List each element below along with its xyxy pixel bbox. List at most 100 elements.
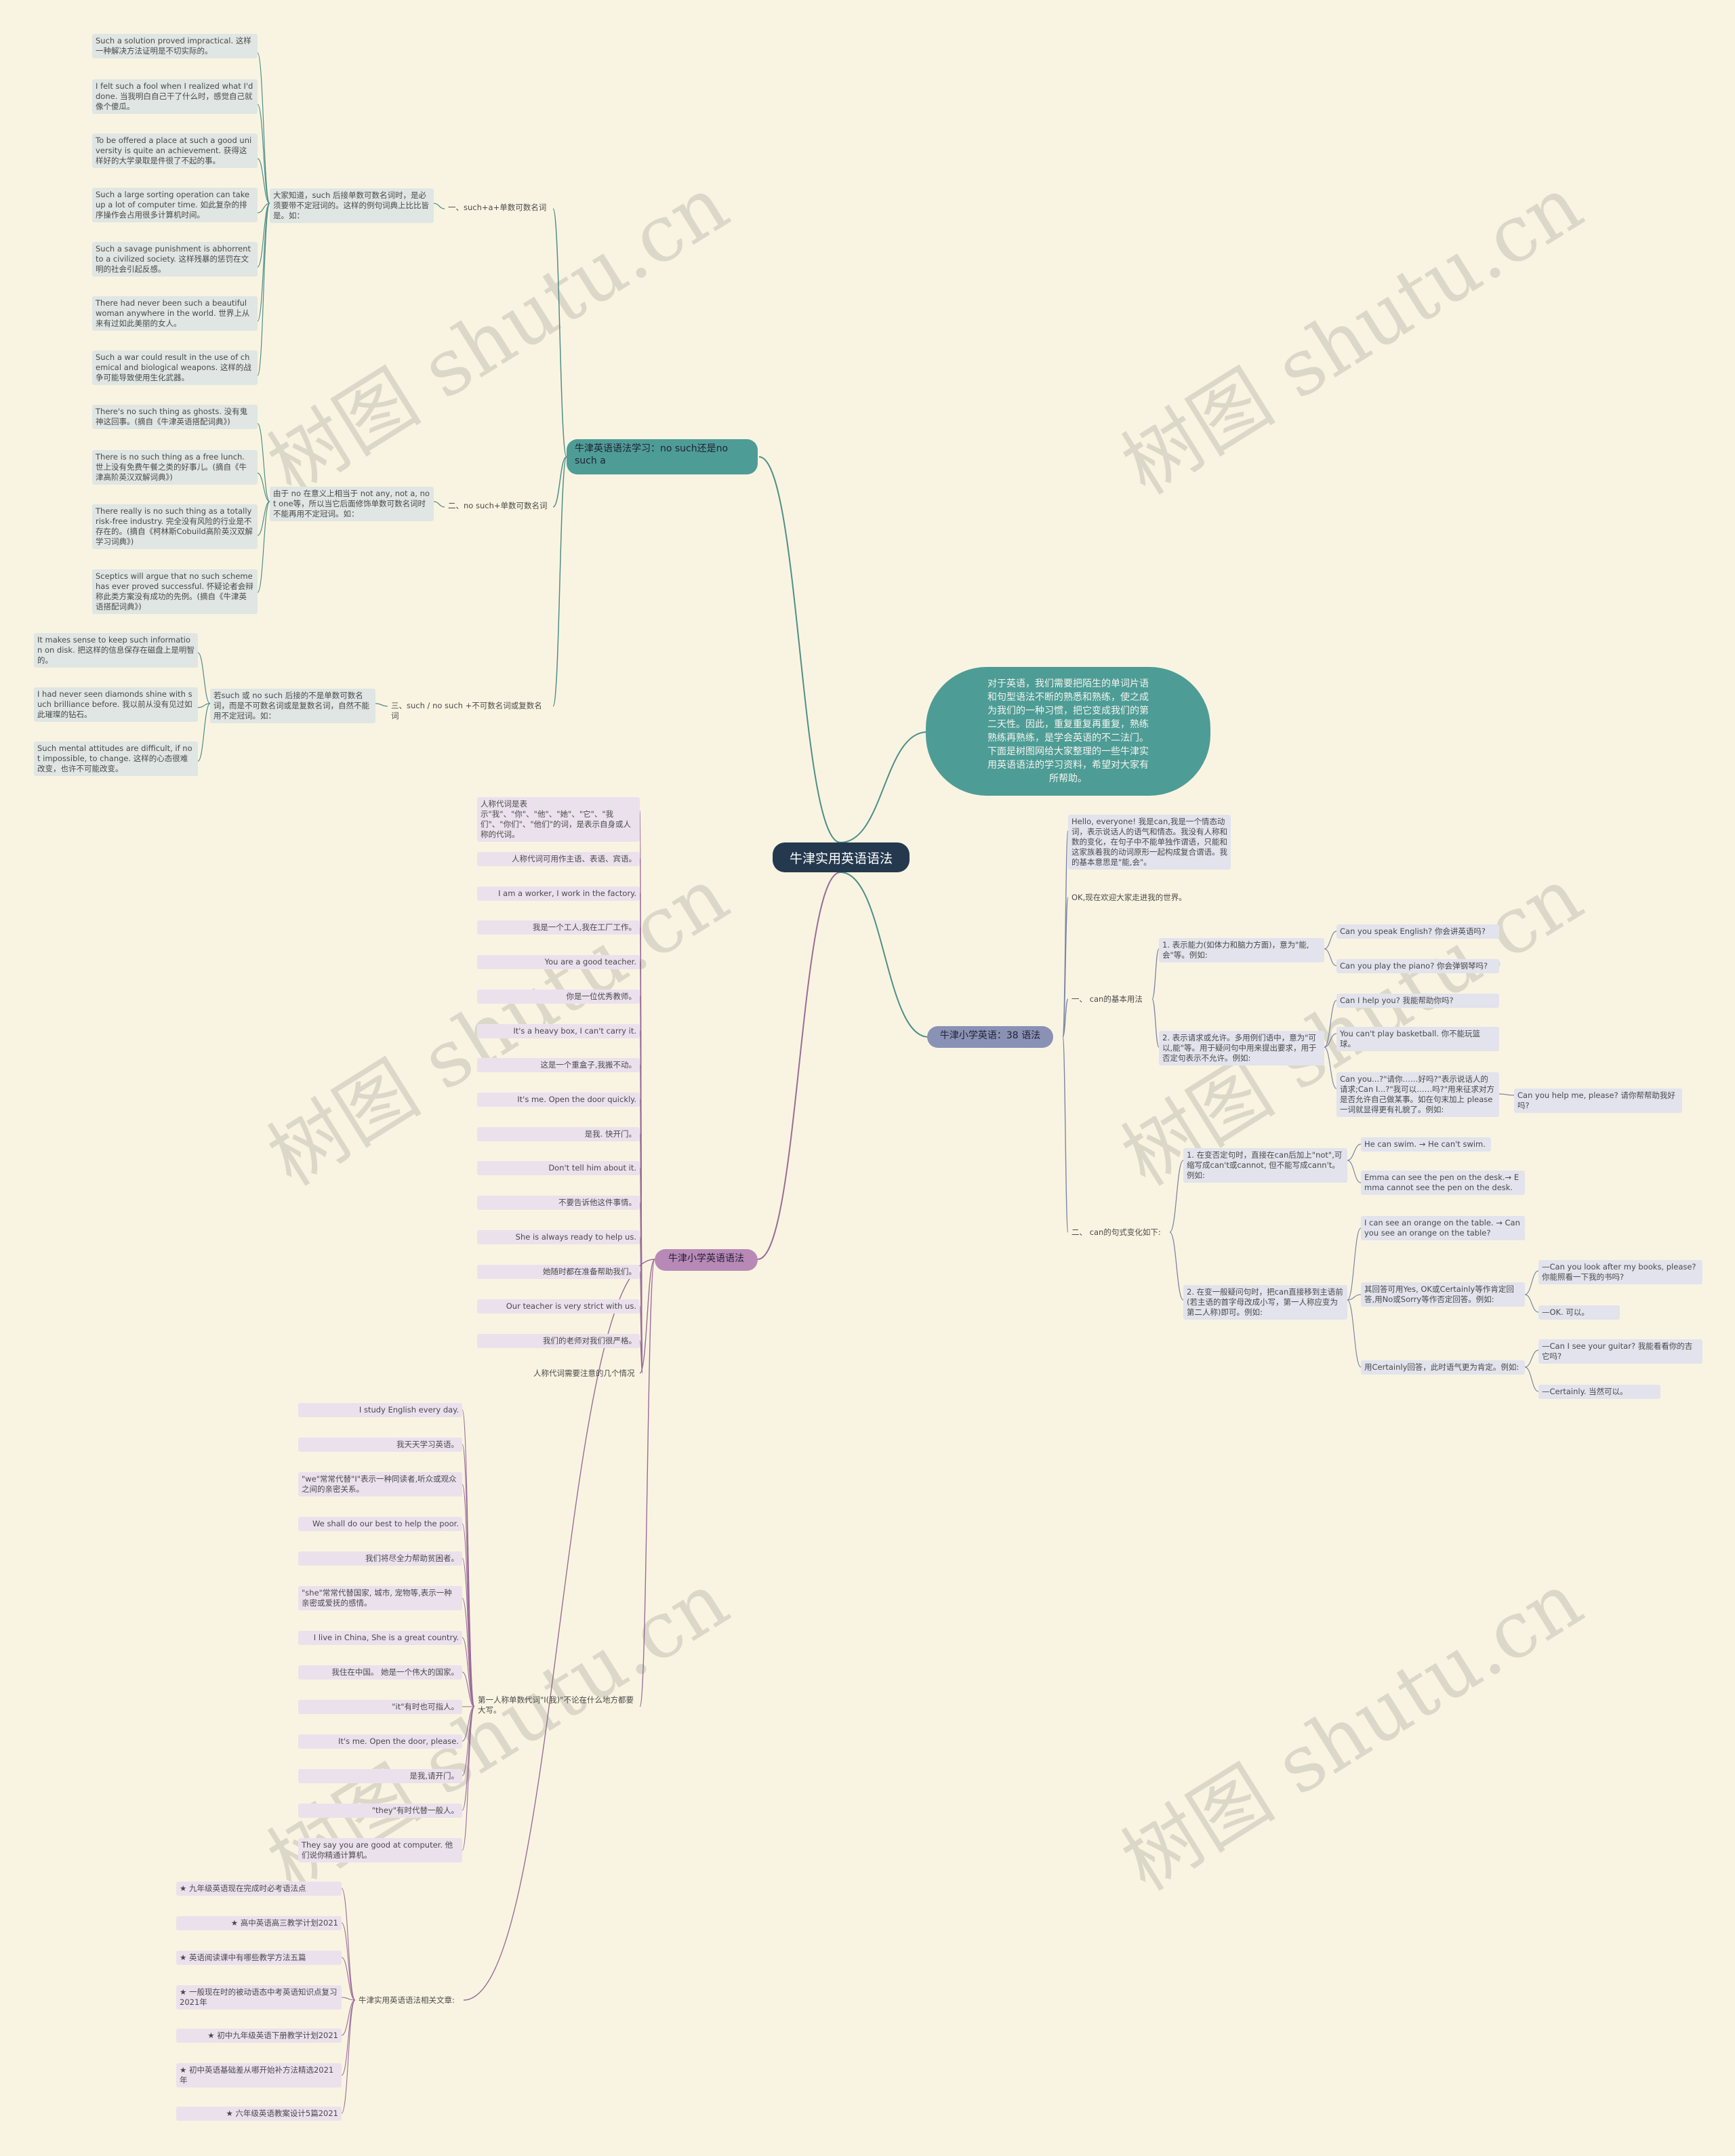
pronoun-item[interactable]: We shall do our best to help the poor. xyxy=(298,1517,462,1531)
section-can-sentence[interactable]: 二、 can的句式变化如下: xyxy=(1071,1227,1161,1237)
related-article-link[interactable]: ★ 高中英语高三教学计划2021 xyxy=(176,1916,342,1930)
connector xyxy=(1347,1299,1362,1368)
example-item[interactable]: There is no such thing as a free lunch. … xyxy=(92,450,258,485)
example-item[interactable]: Such a savage punishment is abhorrent to… xyxy=(92,242,258,277)
example-item[interactable]: He can swim. → He can't swim. xyxy=(1361,1137,1491,1152)
explain-no-such[interactable]: 由于 no 在意义上相当于 not any, not a, not one等，所… xyxy=(270,487,434,521)
example-item[interactable]: 其回答可用Yes, OK或Certainly等作肯定回答,用No或Sorry等作… xyxy=(1361,1282,1525,1307)
pronoun-item[interactable]: Don't tell him about it. xyxy=(477,1161,640,1175)
related-article-link[interactable]: ★ 英语阅读课中有哪些教学方法五篇 xyxy=(176,1951,342,1965)
example-item[interactable]: Such a war could result in the use of ch… xyxy=(92,350,258,385)
pronoun-item[interactable]: "we"常常代替"I"表示一种同读者,听众或观众之间的亲密关系。 xyxy=(298,1472,462,1497)
related-article-link[interactable]: ★ 九年级英语现在完成时必考语法点 xyxy=(176,1882,342,1896)
pronoun-item[interactable]: 我住在中国。 她是一个伟大的国家。 xyxy=(298,1665,462,1680)
section-no-such[interactable]: 二、no such+单数可数名词 xyxy=(448,501,548,510)
pronoun-item[interactable]: 我们将尽全力帮助贫困者。 xyxy=(298,1551,462,1566)
connector xyxy=(462,1706,475,1776)
example-item[interactable]: It makes sense to keep such information … xyxy=(34,633,198,668)
example-item[interactable]: I felt such a fool when I realized what … xyxy=(92,79,258,114)
example-item[interactable]: Emma can see the pen on the desk.→ Emma … xyxy=(1361,1171,1525,1195)
dialog-line[interactable]: —Can you look after my books, please? 你能… xyxy=(1538,1260,1702,1284)
rule-question[interactable]: 2. 在变一般疑问句时，把can直接移到主语前(若主语的首字母改成小写，第一人称… xyxy=(1183,1285,1347,1320)
pronoun-item[interactable]: 我是一个工人,我在工厂工作。 xyxy=(477,920,640,935)
hello-text[interactable]: Hello, everyone! 我是can,我是一个情态动词，表示说话人的语气… xyxy=(1068,815,1231,870)
section-uncountable[interactable]: 三、such / no such +不可数名词或复数名词 xyxy=(391,701,542,720)
pronoun-item[interactable]: 人称代词可用作主语、表语、宾语。 xyxy=(477,852,640,866)
pronoun-item[interactable]: 人称代词是表示"我"、"你"、"他"、"她"、"它"、"我们"、"你们"、"他们… xyxy=(477,797,640,842)
group-related-articles[interactable]: 牛津实用英语语法相关文章: xyxy=(359,1995,455,2005)
dialog-line[interactable]: —Can I see your guitar? 我能看看你的吉它吗? xyxy=(1538,1339,1702,1364)
related-article-link[interactable]: ★ 一般现在时的被动语态中考英语知识点复习2021年 xyxy=(176,1985,342,2010)
pronoun-item[interactable]: 我天天学习英语。 xyxy=(298,1438,462,1452)
branch-no-such[interactable]: 牛津英语语法学习：no such还是no such a xyxy=(567,439,758,474)
pronoun-item[interactable]: You are a good teacher. xyxy=(477,955,640,969)
pronoun-item[interactable]: She is always ready to help us. xyxy=(477,1230,640,1244)
explain-uncountable[interactable]: 若such 或 no such 后接的不是单数可数名词，而是不可数名词或是复数名… xyxy=(210,689,375,723)
pronoun-item[interactable]: It's a heavy box, I can't carry it. xyxy=(477,1024,640,1038)
explain-such-a[interactable]: 大家知道，such 后接单数可数名词时，是必须要带不定冠词的。这样的例句词典上比… xyxy=(270,188,434,223)
pronoun-item[interactable]: 这是一个重盒子,我搬不动。 xyxy=(477,1058,640,1072)
pronoun-item[interactable]: 你是一位优秀教师。 xyxy=(477,990,640,1004)
pronoun-item[interactable]: "they"有时代替一般人。 xyxy=(298,1804,462,1818)
pronoun-item[interactable]: 是我. 快开门。 xyxy=(477,1127,640,1141)
pronoun-item[interactable]: I am a worker, I work in the factory. xyxy=(477,887,640,901)
pronoun-item[interactable]: They say you are good at computer. 他们说你精… xyxy=(298,1838,462,1863)
example-item[interactable]: There had never been such a beautiful wo… xyxy=(92,296,258,331)
connector xyxy=(257,203,270,322)
connector xyxy=(341,1999,356,2114)
example-item[interactable]: I had never seen diamonds shine with suc… xyxy=(34,687,198,722)
example-item[interactable]: There's no such thing as ghosts. 没有鬼神这回事… xyxy=(92,405,258,429)
welcome-text[interactable]: OK,现在欢迎大家走进我的世界。 xyxy=(1071,893,1187,902)
branch-can-grammar[interactable]: 牛津小学英语：38 语法 xyxy=(927,1026,1053,1048)
example-item[interactable]: Can you speak English? 你会讲英语吗? xyxy=(1336,924,1499,939)
pronoun-item[interactable]: "it"有时也可指人。 xyxy=(298,1700,462,1714)
connector xyxy=(1324,1033,1337,1048)
connector xyxy=(257,104,270,204)
pronoun-item[interactable]: It's me. Open the door quickly. xyxy=(477,1093,640,1107)
intro-bubble[interactable]: 对于英语，我们需要把陌生的单词片语和句型语法不断的熟悉和熟练，使之成为我们的一种… xyxy=(926,667,1210,796)
example-item[interactable]: Can you help me, please? 请你帮帮助我好吗? xyxy=(1514,1089,1682,1113)
pronoun-item[interactable]: 不要告诉他这件事情。 xyxy=(477,1196,640,1210)
example-item[interactable]: You can't play basketball. 你不能玩篮球。 xyxy=(1336,1027,1499,1051)
branch-primary-grammar[interactable]: 牛津小学英语语法 xyxy=(655,1249,758,1271)
pronoun-item[interactable]: 她随时都在准备帮助我们。 xyxy=(477,1265,640,1279)
related-article-link[interactable]: ★ 六年级英语教案设计5篇2021 xyxy=(176,2107,342,2121)
pronoun-item[interactable]: 是我,请开门。 xyxy=(298,1769,462,1783)
example-item[interactable]: Can you play the piano? 你会弹钢琴吗? xyxy=(1336,959,1499,973)
example-item[interactable]: Can you...?"请你……好吗?"表示说话人的请求;Can I...?"我… xyxy=(1336,1072,1499,1117)
pronoun-item[interactable]: 我们的老师对我们很严格。 xyxy=(477,1334,640,1348)
rule-negative[interactable]: 1. 在变否定句时，直接在can后加上"not",可缩写成can't或canno… xyxy=(1183,1148,1347,1183)
related-article-link[interactable]: ★ 初中九年级英语下册教学计划2021 xyxy=(176,2029,342,2043)
pronoun-item[interactable]: I live in China, She is a great country. xyxy=(298,1631,462,1645)
example-item[interactable]: To be offered a place at such a good uni… xyxy=(92,134,258,168)
example-item[interactable]: Can I help you? 我能帮助你吗? xyxy=(1336,994,1499,1008)
example-item[interactable]: Sceptics will argue that no such scheme … xyxy=(92,569,258,614)
pronoun-item[interactable]: I study English every day. xyxy=(298,1403,462,1417)
example-item[interactable]: Such a solution proved impractical. 这样一种… xyxy=(92,34,258,58)
pronoun-item[interactable]: It's me. Open the door, please. xyxy=(298,1734,462,1749)
pronoun-item[interactable]: Our teacher is very strict with us. xyxy=(477,1299,640,1314)
section-can-basic[interactable]: 一、 can的基本用法 xyxy=(1071,994,1143,1004)
connector xyxy=(341,1957,356,2001)
example-item[interactable]: Such a large sorting operation can take … xyxy=(92,188,258,222)
example-item[interactable]: There really is no such thing as a total… xyxy=(92,504,258,549)
connector xyxy=(1524,1294,1539,1313)
connector xyxy=(757,872,841,1260)
group-pronoun-notes[interactable]: 人称代词需要注意的几个情况 xyxy=(533,1368,635,1378)
group-first-person[interactable]: 第一人称单数代词"I(我)"不论在什么地方都要大写。 xyxy=(478,1695,634,1715)
example-item[interactable]: 用Certainly回答，此时语气更为肯定。例如: xyxy=(1361,1360,1525,1375)
connector xyxy=(552,208,567,457)
usage-ability[interactable]: 1. 表示能力(如体力和脑力方面)，意为"能,会"等。例如: xyxy=(1159,938,1324,962)
root-topic[interactable]: 牛津实用英语语法 xyxy=(773,842,910,872)
connector xyxy=(341,1999,356,2076)
example-item[interactable]: Such mental attitudes are difficult, if … xyxy=(34,741,198,776)
example-item[interactable]: I can see an orange on the table. → Can … xyxy=(1361,1216,1525,1240)
usage-request[interactable]: 2. 表示请求或允许。多用例们语中，意为"可以,能"等。用于疑问句中用来提出要求… xyxy=(1159,1031,1324,1065)
dialog-line[interactable]: —OK. 可以。 xyxy=(1538,1305,1620,1320)
dialog-line[interactable]: —Certainly. 当然可以。 xyxy=(1538,1385,1660,1399)
related-article-link[interactable]: ★ 初中英语基础差从哪开始补方法精选2021年 xyxy=(176,2063,342,2088)
pronoun-item[interactable]: "she"常常代替国家, 城市, 宠物等,表示一种亲密或爱抚的感情。 xyxy=(298,1586,462,1610)
connector xyxy=(1524,1270,1539,1295)
section-such-a[interactable]: 一、such+a+单数可数名词 xyxy=(448,203,547,212)
